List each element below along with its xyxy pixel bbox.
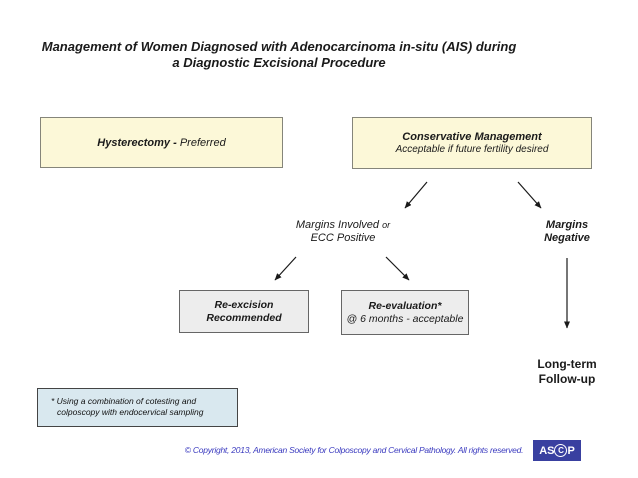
margins-negative-line2: Negative bbox=[544, 232, 590, 244]
asccp-logo-letters-right: P bbox=[567, 444, 575, 457]
margins-involved-line1: Margins Involved or bbox=[273, 219, 413, 232]
long-term-line1: Long-term bbox=[537, 357, 597, 371]
re-evaluation-line1: Re-evaluation* bbox=[368, 299, 442, 312]
footnote-line2: colposcopy with endocervical sampling bbox=[57, 407, 204, 417]
re-evaluation-line2: @ 6 months - acceptable bbox=[346, 312, 464, 325]
page-title-line2: a Diagnostic Excisional Procedure bbox=[172, 55, 386, 70]
arrow-conservative-to-margins-negative bbox=[517, 181, 542, 209]
copyright-text: © Copyright, 2013, American Society for … bbox=[184, 445, 524, 455]
margins-negative-label: Margins Negative bbox=[527, 219, 607, 245]
asccp-logo-circle-icon: C bbox=[554, 444, 568, 457]
arrow-margins-involved-to-re-excision bbox=[274, 256, 297, 281]
footnote-line1: * Using a combination of cotesting and bbox=[51, 396, 197, 406]
conservative-subtitle: Acceptable if future fertility desired bbox=[395, 143, 549, 155]
re-excision-line2: Recommended bbox=[206, 311, 282, 324]
margins-negative-line1: Margins bbox=[545, 219, 589, 231]
arrow-margins-involved-to-re-evaluation bbox=[385, 256, 410, 281]
margins-involved-main: Margins Involved bbox=[295, 219, 380, 231]
hysterectomy-label: Hysterectomy - Preferred bbox=[97, 137, 225, 149]
margins-involved-or: or bbox=[382, 220, 391, 230]
page-title: Management of Women Diagnosed with Adeno… bbox=[0, 39, 558, 71]
re-excision-line1: Re-excision bbox=[214, 298, 274, 311]
re-evaluation-box: Re-evaluation* @ 6 months - acceptable bbox=[341, 290, 469, 335]
footnote-box: * Using a combination of cotesting and c… bbox=[37, 388, 238, 427]
re-excision-box: Re-excision Recommended bbox=[179, 290, 309, 333]
conservative-title: Conservative Management bbox=[402, 130, 542, 143]
asccp-logo-letters-left: AS bbox=[539, 444, 555, 457]
long-term-line2: Follow-up bbox=[538, 372, 596, 386]
arrow-conservative-to-margins-involved bbox=[404, 181, 428, 209]
margins-involved-line2: ECC Positive bbox=[310, 232, 376, 244]
long-term-follow-up-label: Long-term Follow-up bbox=[527, 357, 607, 387]
asccp-logo: AS C P bbox=[533, 440, 581, 461]
page-title-line1: Management of Women Diagnosed with Adeno… bbox=[41, 39, 517, 54]
margins-involved-label: Margins Involved or ECC Positive bbox=[273, 219, 413, 245]
hysterectomy-label-rest: Preferred bbox=[179, 136, 226, 149]
hysterectomy-box: Hysterectomy - Preferred bbox=[40, 117, 283, 168]
conservative-management-box: Conservative Management Acceptable if fu… bbox=[352, 117, 592, 169]
asccp-logo-circled-letter: C bbox=[558, 445, 564, 455]
hysterectomy-label-bold: Hysterectomy - bbox=[97, 136, 177, 149]
